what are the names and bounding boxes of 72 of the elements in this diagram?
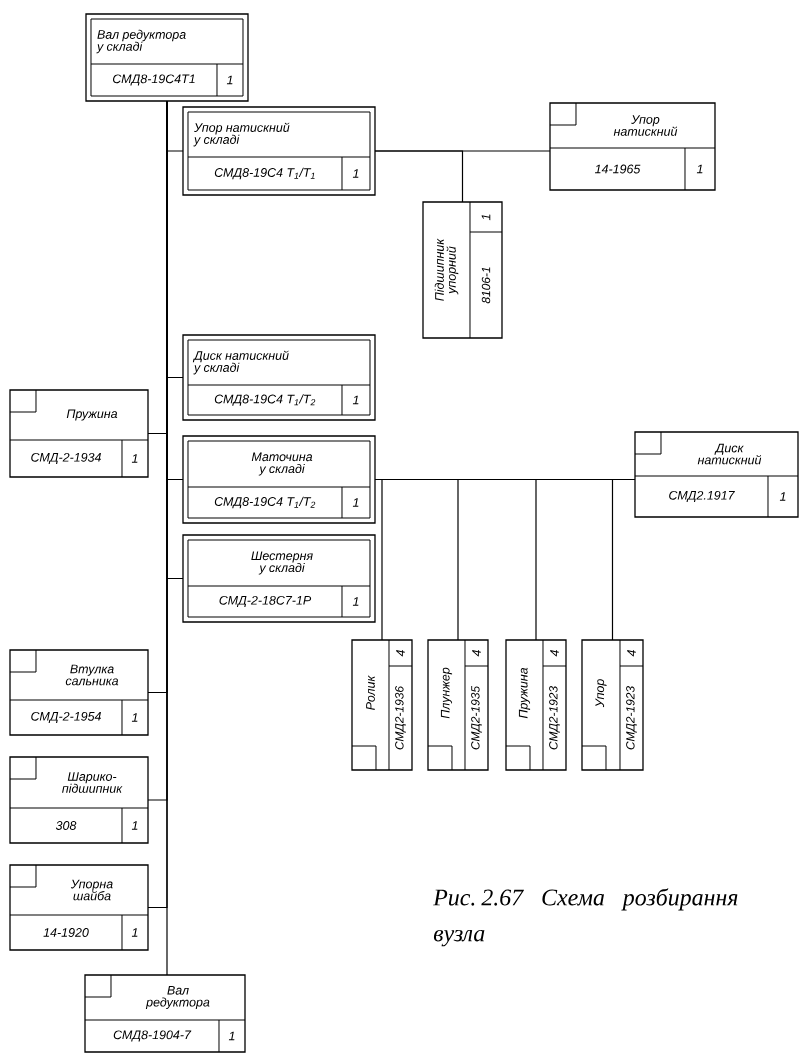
caption: Рис. 2.67 Схема розбирання вузла — [433, 888, 738, 947]
part-box — [427, 639, 489, 771]
quantity: 1 — [779, 492, 786, 501]
quantity: 4 — [396, 650, 405, 657]
part-number: СМД8-19С4Т1 — [113, 74, 195, 86]
part-box — [505, 639, 567, 771]
part-name: Вал редуктора — [145, 985, 210, 1010]
part-number: 8106-1 — [481, 267, 491, 304]
part-number: СМД2-1936 — [395, 685, 406, 750]
part-number: 308 — [55, 821, 77, 830]
part-name: Диск натискний у складі — [192, 350, 289, 375]
quantity: 1 — [352, 597, 359, 606]
part-number: 14-1920 — [43, 928, 89, 937]
assembly-box — [182, 106, 376, 196]
connector-line — [374, 150, 464, 203]
part-number: СМД8-19С4 Т$_{1}$/Т$_{2}$ — [214, 496, 316, 509]
connector-line — [166, 100, 168, 976]
part-name: Маточина у складі — [251, 452, 313, 476]
assembly-box — [182, 534, 376, 623]
part-number: СМД2-1935 — [471, 685, 482, 750]
part-number: СМД8-19С4 Т$_{1}$/Т$_{2}$ — [214, 394, 316, 406]
part-number: СМД-2-1954 — [31, 711, 101, 724]
quantity: 1 — [481, 214, 491, 221]
part-box — [9, 649, 149, 736]
part-name: Упор натискний у складі — [193, 122, 290, 147]
connector-line — [374, 478, 614, 641]
quantity: 1 — [352, 395, 359, 405]
part-box — [9, 756, 149, 844]
assembly-box — [182, 435, 376, 524]
part-name: Шестерня у складі — [251, 551, 313, 575]
part-number: СМД8-19С4 Т$_{1}$/Т$_{1}$ — [214, 167, 315, 180]
quantity: 1 — [352, 169, 359, 178]
part-number: 14-1965 — [594, 164, 641, 174]
part-number: СМД2-1923 — [549, 686, 560, 750]
assembly-box — [182, 334, 376, 421]
part-name: Ролик — [366, 675, 375, 710]
quantity: 1 — [352, 498, 359, 507]
part-box — [9, 389, 149, 478]
part-number: СМД8-1904-7 — [113, 1030, 192, 1042]
part-name: Плунжер — [440, 667, 453, 719]
part-box — [422, 201, 503, 339]
part-name: Пружина — [66, 409, 118, 421]
part-name: Упорна шайба — [70, 879, 113, 901]
part-name: Втулка сальника — [65, 664, 119, 686]
part-name: Підшипник упорний — [434, 238, 459, 301]
quantity: 1 — [131, 928, 138, 937]
assembly-box — [85, 13, 249, 102]
part-box — [581, 639, 644, 771]
quantity: 1 — [131, 713, 138, 722]
part-box — [84, 974, 246, 1053]
quantity: 1 — [131, 821, 138, 830]
part-name: Диск натискний — [697, 443, 762, 465]
quantity: 4 — [627, 650, 636, 657]
part-name: Пружина — [518, 667, 531, 719]
part-box — [549, 102, 716, 191]
part-box — [9, 864, 149, 951]
quantity: 1 — [696, 164, 703, 174]
part-number: СМД2.1917 — [669, 490, 735, 503]
quantity: 1 — [228, 1031, 235, 1041]
part-box — [634, 431, 799, 518]
part-name: Упор — [595, 679, 607, 708]
part-name: Вал редуктора у складі — [96, 29, 186, 54]
part-number: СМД2-1923 — [626, 686, 637, 750]
part-name: Упор натискний — [613, 115, 678, 136]
quantity: 1 — [226, 75, 233, 85]
part-box — [351, 639, 413, 771]
part-name: Шарико-підшипник — [62, 772, 123, 793]
quantity: 4 — [550, 650, 559, 657]
part-number: СМД-2-18С7-1Р — [219, 595, 312, 608]
quantity: 1 — [131, 454, 138, 463]
quantity: 4 — [472, 650, 481, 657]
part-number: СМД-2-1934 — [31, 452, 101, 465]
